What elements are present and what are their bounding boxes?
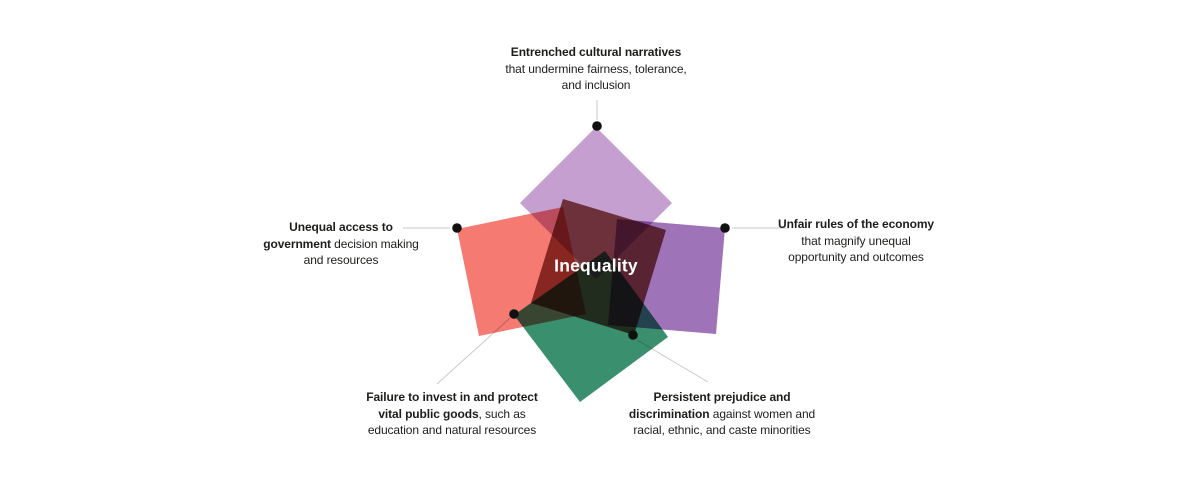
label-text-segment: Unequal access to <box>289 220 393 234</box>
factor-squares <box>457 127 725 402</box>
public-goods-label-line: education and natural resources <box>366 422 538 439</box>
prejudice-discrimination-dot <box>628 330 638 340</box>
label-text-segment: and inclusion <box>561 78 631 92</box>
label-text-segment: opportunity and outcomes <box>788 250 924 264</box>
government-access-label-line: and resources <box>263 252 418 269</box>
label-text-segment: discrimination <box>628 406 710 421</box>
government-access-dot <box>452 223 462 233</box>
label-text-segment: racial, ethnic, and caste minorities <box>633 423 811 437</box>
prejudice-discrimination-label-line: discrimination against women and <box>629 406 815 423</box>
label-text-segment: education and natural resources <box>367 423 537 437</box>
government-access-label-line: government decision making <box>263 236 419 253</box>
public-goods-label-line: Failure to invest in and protect <box>366 389 538 406</box>
label-text-segment: Persistent prejudice and <box>653 390 791 404</box>
prejudice-discrimination-square <box>531 199 666 335</box>
label-text-segment: Failure to invest in and protect <box>366 390 538 404</box>
economy-rules-label-line: that magnify unequal <box>778 233 934 250</box>
cultural-narratives-label-line: Entrenched cultural narratives <box>505 44 686 61</box>
cultural-narratives-label-line: that undermine fairness, tolerance, <box>505 61 686 78</box>
cultural-narratives-label-line: and inclusion <box>505 77 686 94</box>
label-text-segment: Unfair rules of the economy <box>778 217 934 231</box>
prejudice-discrimination-label-line: Persistent prejudice and <box>629 389 815 406</box>
label-text-segment: and resources <box>303 253 379 267</box>
government-access-label-line: Unequal access to <box>263 219 418 236</box>
prejudice-discrimination-label: Persistent prejudice and discrimination a… <box>629 389 815 439</box>
anchor-dots <box>452 121 730 340</box>
label-text-segment: that undermine fairness, tolerance, <box>505 61 687 76</box>
economy-rules-dot <box>720 223 730 233</box>
label-text-segment: against women and <box>709 406 816 421</box>
label-text-segment: vital public goods <box>378 406 479 421</box>
economy-rules-label-line: Unfair rules of the economy <box>778 216 934 233</box>
center-title: Inequality <box>554 255 638 276</box>
cultural-narratives-dot <box>592 121 602 131</box>
public-goods-dot <box>509 309 519 319</box>
label-text-segment: , such as <box>478 406 526 421</box>
label-text-segment: Entrenched cultural narratives <box>510 45 682 59</box>
label-text-segment: decision making <box>330 236 419 251</box>
cultural-narratives-label: Entrenched cultural narratives that under… <box>505 44 686 94</box>
label-text-segment: that magnify unequal <box>801 233 911 248</box>
prejudice-discrimination-label-line: racial, ethnic, and caste minorities <box>629 422 815 439</box>
government-access-label: Unequal access to government decision mak… <box>263 219 419 269</box>
economy-rules-label: Unfair rules of the economy that magnify … <box>778 216 934 266</box>
label-text-segment: government <box>263 236 331 251</box>
economy-rules-label-line: opportunity and outcomes <box>778 249 934 266</box>
public-goods-label-line: vital public goods, such as <box>366 406 538 423</box>
public-goods-label: Failure to invest in and protect vital pu… <box>366 389 538 439</box>
